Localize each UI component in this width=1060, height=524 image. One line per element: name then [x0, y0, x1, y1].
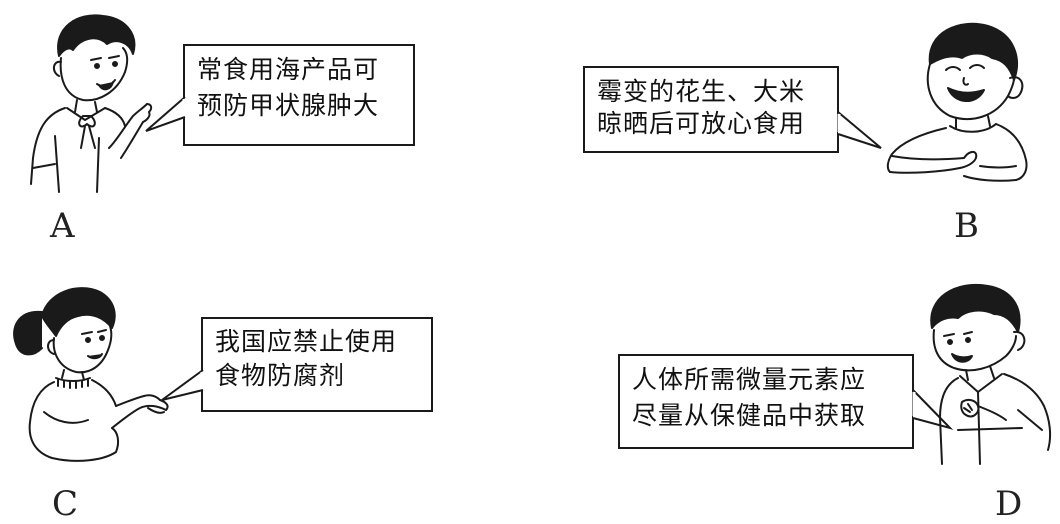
speech-bubble-d: 人体所需微量元素应 尽量从保健品中获取 [618, 354, 914, 449]
boy-smiling-icon [886, 22, 1028, 182]
bubble-a-line-2: 预防甲状腺肿大 [197, 91, 380, 120]
option-label-a: A [50, 206, 75, 246]
boy-talking-icon [930, 283, 1052, 465]
girl-gesturing-icon [13, 287, 169, 462]
bubble-c-line-1: 我国应禁止使用 [215, 327, 398, 356]
speech-tail-b [837, 111, 882, 149]
bubble-b-line-2: 晾晒后可放心食用 [597, 109, 806, 138]
speech-bubble-b: 霉变的花生、大米 晾晒后可放心食用 [583, 66, 839, 153]
bubble-d-line-1: 人体所需微量元素应 [632, 365, 867, 394]
bubble-a-line-1: 常食用海产品可 [197, 55, 380, 84]
option-label-b: B [954, 206, 979, 246]
bubble-d-line-2: 尽量从保健品中获取 [632, 401, 867, 430]
option-label-d: D [995, 484, 1023, 524]
bubble-b-line-1: 霉变的花生、大米 [597, 77, 806, 106]
speech-tail-c [161, 369, 204, 401]
boy-pointing-icon [30, 14, 153, 193]
option-label-c: C [52, 484, 79, 524]
speech-tail-a [145, 96, 186, 132]
speech-bubble-c: 我国应禁止使用 食物防腐剂 [201, 317, 433, 412]
speech-bubble-a: 常食用海产品可 预防甲状腺肿大 [183, 44, 415, 146]
bubble-c-line-2: 食物防腐剂 [215, 361, 346, 390]
